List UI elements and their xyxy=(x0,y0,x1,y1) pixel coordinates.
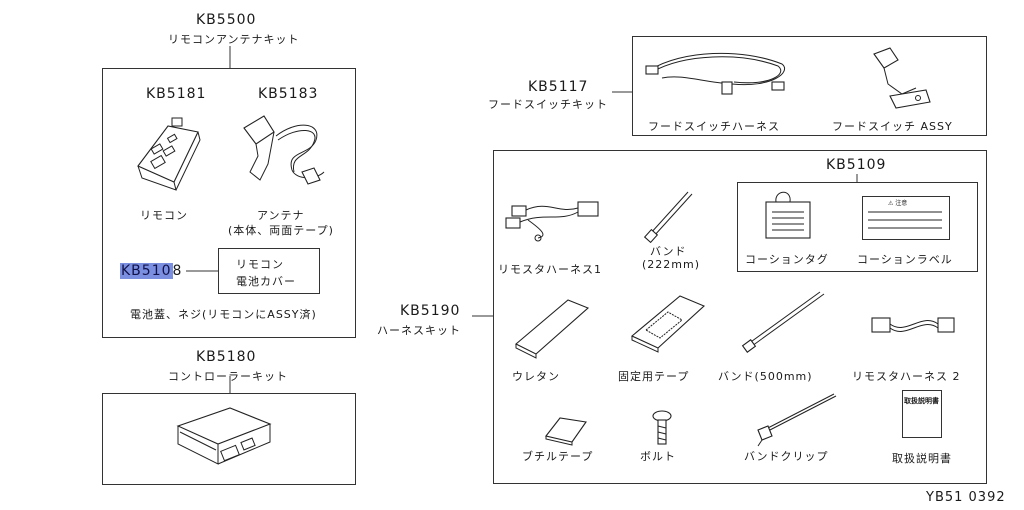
kb5117-item1: フードスイッチハーネス xyxy=(648,120,780,133)
kb5181-code[interactable]: KB5181 xyxy=(146,86,207,102)
kb5190-item-bolt: ボルト xyxy=(640,450,676,463)
kb5183-sub: (本体、両面テープ) xyxy=(228,224,334,237)
kb5190-item-butyl-tape: ブチルテープ xyxy=(522,450,594,463)
kb5190-item-harness2: リモスタハーネス 2 xyxy=(852,370,961,383)
kb5190-kit-box xyxy=(493,150,987,484)
kb5180-kit-box xyxy=(102,393,356,485)
kb5109-item2: コーションラベル xyxy=(857,253,953,266)
kb5108-box xyxy=(218,248,320,294)
kb5190-item-urethane: ウレタン xyxy=(512,370,560,383)
kb5108-code-rest: 8 xyxy=(172,263,183,279)
bolt-illustration xyxy=(652,410,672,445)
kb5190-item-band-size: (222mm) xyxy=(642,258,701,271)
antenna-illustration xyxy=(243,115,325,185)
band-500-illustration xyxy=(741,291,825,353)
kb5181-name: リモコン xyxy=(140,209,188,222)
kb5190-item-harness1: リモスタハーネス1 xyxy=(498,263,602,276)
kb5117-kit-box xyxy=(632,36,987,136)
kb5190-name: ハーネスキット xyxy=(377,324,461,337)
remote-fob-illustration xyxy=(137,117,201,191)
caution-tag-illustration xyxy=(765,191,811,239)
kb5108-code[interactable]: KB5108 xyxy=(120,263,182,279)
kb5117-item2: フードスイッチ ASSY xyxy=(832,120,953,133)
kb5108-name-line2: 電池カバー xyxy=(236,275,296,288)
caution-label-text-lines xyxy=(868,211,942,229)
kb5180-name: コントローラーキット xyxy=(168,370,288,383)
kb5500-name: リモコンアンテナキット xyxy=(168,33,300,46)
hood-switch-assy-illustration xyxy=(873,47,931,109)
controller-illustration xyxy=(176,407,272,465)
kb5108-code-highlight: KB510 xyxy=(120,263,173,279)
kb5500-code[interactable]: KB5500 xyxy=(196,12,257,28)
kb5180-code[interactable]: KB5180 xyxy=(196,349,257,365)
band-clip-illustration xyxy=(757,393,837,447)
kb5190-item-band-clip: バンドクリップ xyxy=(744,450,829,463)
kb5108-name-line1: リモコン xyxy=(236,258,284,271)
kb5109-code[interactable]: KB5109 xyxy=(826,157,887,173)
kb5190-item-band: バンド xyxy=(650,245,687,258)
drawing-reference-code: YB51 0392 xyxy=(926,490,1006,505)
remote-start-harness-2-illustration xyxy=(871,317,955,333)
kb5190-item-band500: バンド(500mm) xyxy=(718,370,813,383)
band-222-illustration xyxy=(643,191,693,244)
kb5190-item-fixing-tape: 固定用テープ xyxy=(618,370,690,383)
kb5183-name: アンテナ xyxy=(257,209,305,222)
caution-label-illustration xyxy=(862,196,950,240)
hood-switch-harness-illustration xyxy=(645,52,785,95)
kb5183-code[interactable]: KB5183 xyxy=(258,86,319,102)
battery-cover-note: 電池蓋、ネジ(リモコンにASSY済) xyxy=(130,308,317,321)
butyl-tape-illustration xyxy=(545,417,587,446)
kb5109-kit-box xyxy=(737,182,978,272)
fixing-tape-illustration xyxy=(630,295,706,353)
caution-label-title: ⚠ 注意 xyxy=(888,200,908,207)
manual-illustration xyxy=(902,390,942,438)
remote-start-harness-1-illustration xyxy=(505,201,599,242)
kb5117-name: フードスイッチキット xyxy=(488,98,608,111)
kb5500-kit-box xyxy=(102,68,356,338)
manual-cover-title: 取扱説明書 xyxy=(904,397,939,405)
kb5190-code[interactable]: KB5190 xyxy=(400,303,461,319)
urethane-illustration xyxy=(515,299,590,359)
kb5109-item1: コーションタグ xyxy=(745,253,829,266)
kb5190-item-manual: 取扱説明書 xyxy=(892,452,952,465)
kb5117-code[interactable]: KB5117 xyxy=(528,79,589,95)
